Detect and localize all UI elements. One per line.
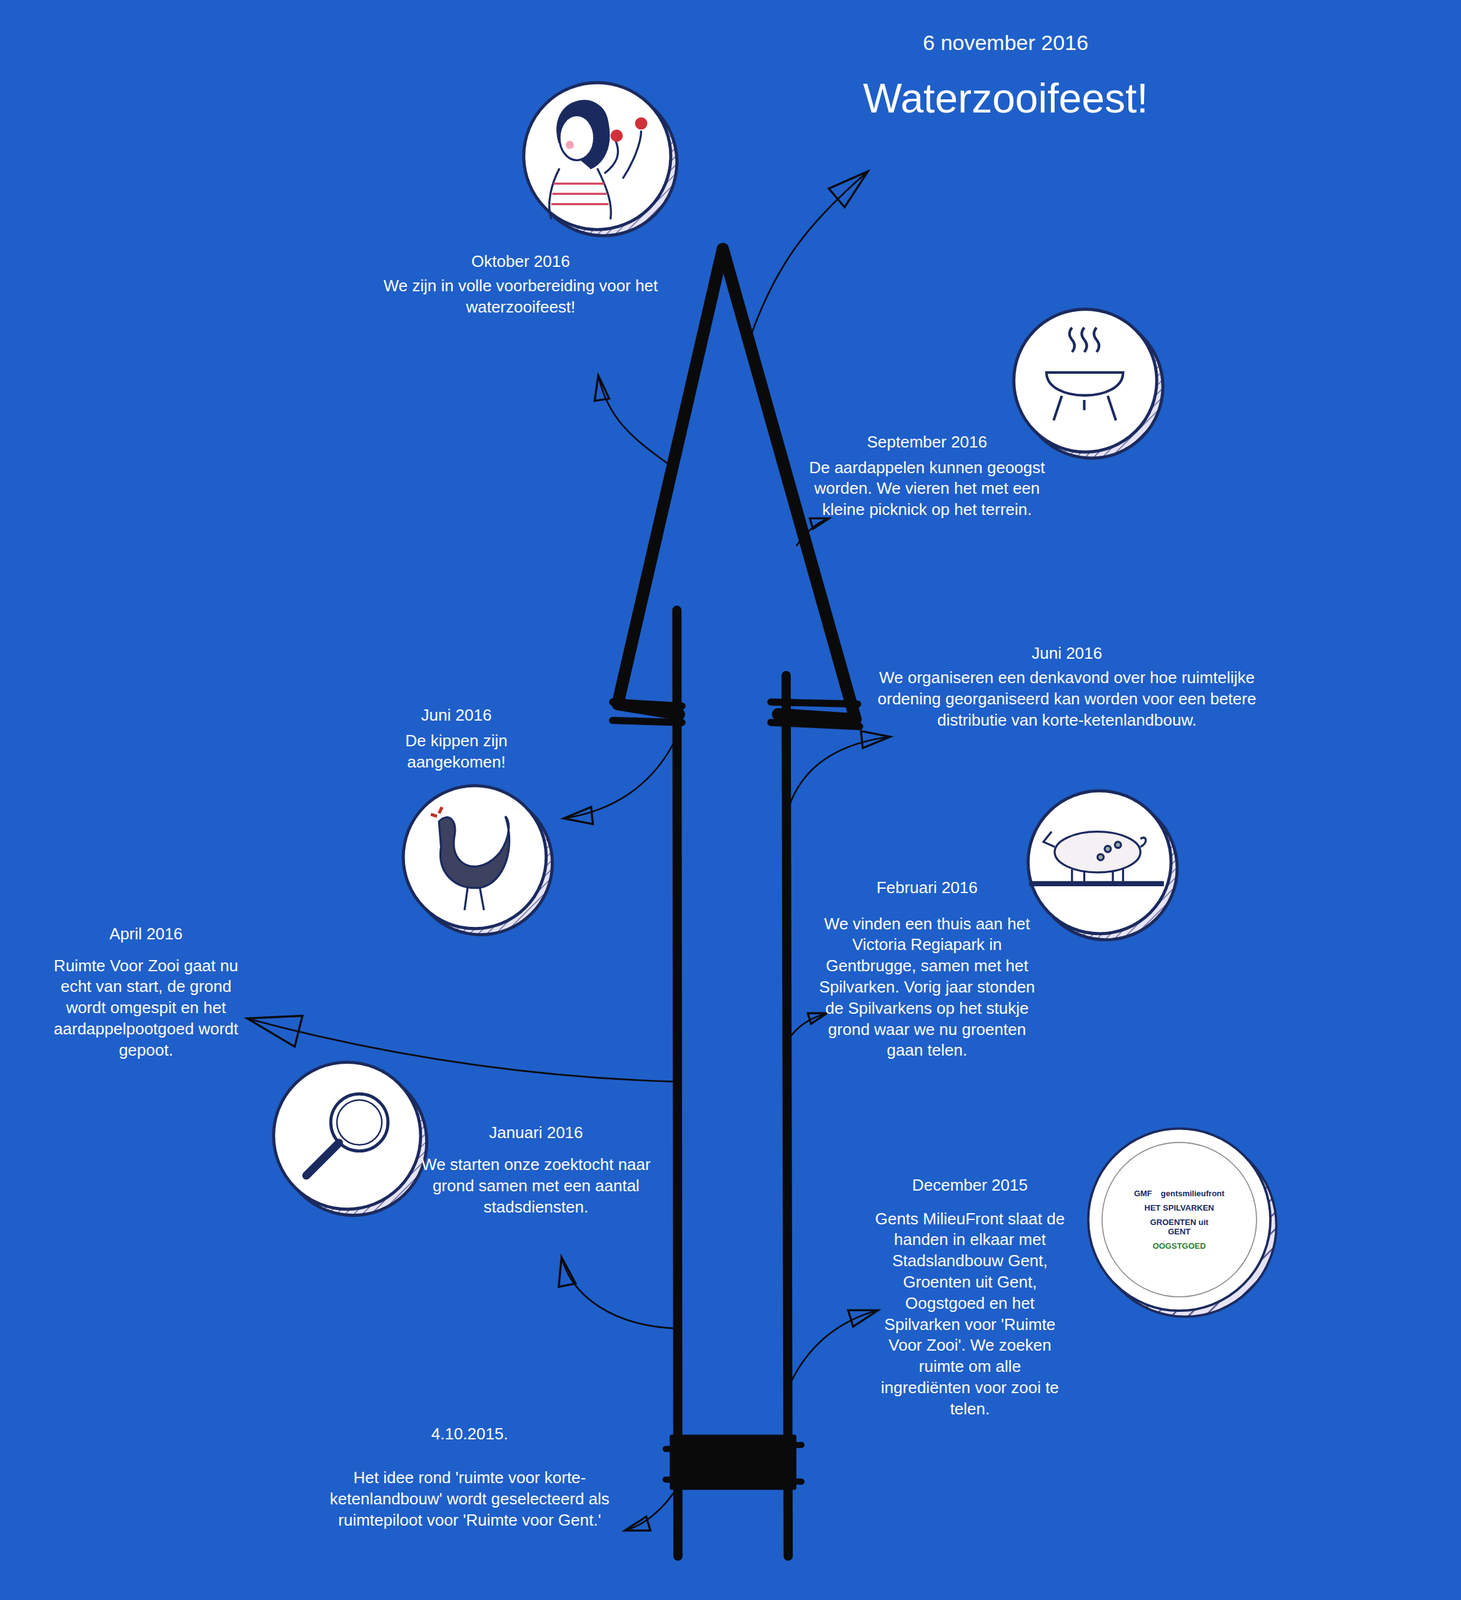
- timeline-date: Oktober 2016: [398, 251, 644, 273]
- woman-icon: [549, 101, 648, 220]
- timeline-date: Februari 2016: [814, 877, 1040, 899]
- grill-icon: [1046, 327, 1123, 421]
- arrow-head: [563, 807, 593, 824]
- timeline-note: De aardappelen kunnen geoogst worden. We…: [799, 457, 1055, 521]
- timeline-date: December 2015: [857, 1175, 1083, 1197]
- pig-icon: [1029, 832, 1165, 884]
- timeline-note: De kippen zijn aangekomen!: [380, 730, 534, 774]
- arrow-head: [809, 518, 829, 529]
- chicken-icon: [430, 807, 509, 911]
- magnifier-icon: [306, 1094, 389, 1176]
- timeline-note: Het idee rond 'ruimte voor korte-ketenla…: [316, 1467, 623, 1532]
- arrow-head: [828, 171, 868, 207]
- timeline-date: Januari 2016: [423, 1122, 649, 1145]
- logo-text: gentsmilieufront: [1160, 1189, 1225, 1199]
- logo-text: HET SPILVARKEN: [1144, 1203, 1215, 1213]
- icon-circles: [273, 82, 1178, 1216]
- timeline-note: We starten onze zoektocht naar grond sam…: [413, 1154, 659, 1218]
- timeline-date: September 2016: [794, 431, 1061, 454]
- arrow-head: [848, 1310, 879, 1327]
- logo-text: GMF: [1134, 1189, 1153, 1199]
- arrow-head: [246, 1015, 303, 1047]
- timeline-note: We vinden een thuis aan het Victoria Reg…: [817, 913, 1037, 1063]
- timeline-date: April 2016: [54, 923, 239, 946]
- arrow-head: [558, 1257, 576, 1288]
- arrow-heads: [246, 171, 891, 1532]
- logo-text: OOGSTGOED: [1152, 1241, 1206, 1251]
- date-heading: 6 november 2016: [832, 28, 1180, 57]
- timeline-date: Juni 2016: [964, 643, 1170, 665]
- arrow-head: [594, 375, 609, 401]
- timeline-note: We zijn in volle voorbereiding voor het …: [377, 275, 664, 319]
- timeline-date: Juni 2016: [364, 705, 549, 727]
- logo-circle: GMF gentsmilieufrontHET SPILVARKEN GROENTE…: [1080, 1120, 1279, 1320]
- timeline-note: Gents MilieuFront slaat de handen in elk…: [872, 1209, 1067, 1421]
- title: Waterzooifeest!: [740, 73, 1271, 124]
- timeline-date: 4.10.2015.: [367, 1424, 573, 1446]
- timeline-note: Ruimte Voor Zooi gaat nu echt van start,…: [51, 955, 241, 1062]
- big-arrow: [612, 248, 860, 1557]
- logo-text: GROENTEN uit GENT: [1141, 1217, 1217, 1237]
- arrow-head: [860, 731, 891, 749]
- arrow-head: [624, 1516, 651, 1532]
- timeline-note: We organiseren een denkavond over hoe ru…: [852, 667, 1282, 731]
- arrow-head: [807, 1013, 828, 1025]
- pointer-lines: [246, 171, 891, 1532]
